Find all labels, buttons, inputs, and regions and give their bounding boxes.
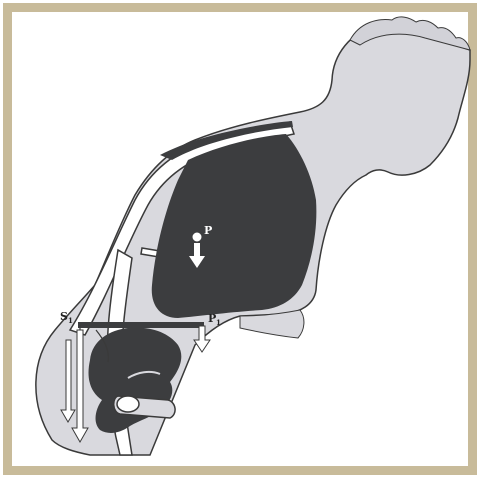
label-s1: S bbox=[60, 310, 68, 323]
label-p1-subscript: 1 bbox=[216, 318, 221, 327]
femur-head bbox=[117, 396, 139, 412]
label-p: P bbox=[204, 224, 212, 237]
lever-arm bbox=[78, 322, 204, 328]
label-s1-subscript: 1 bbox=[68, 316, 73, 325]
p-mass-point bbox=[193, 233, 201, 241]
